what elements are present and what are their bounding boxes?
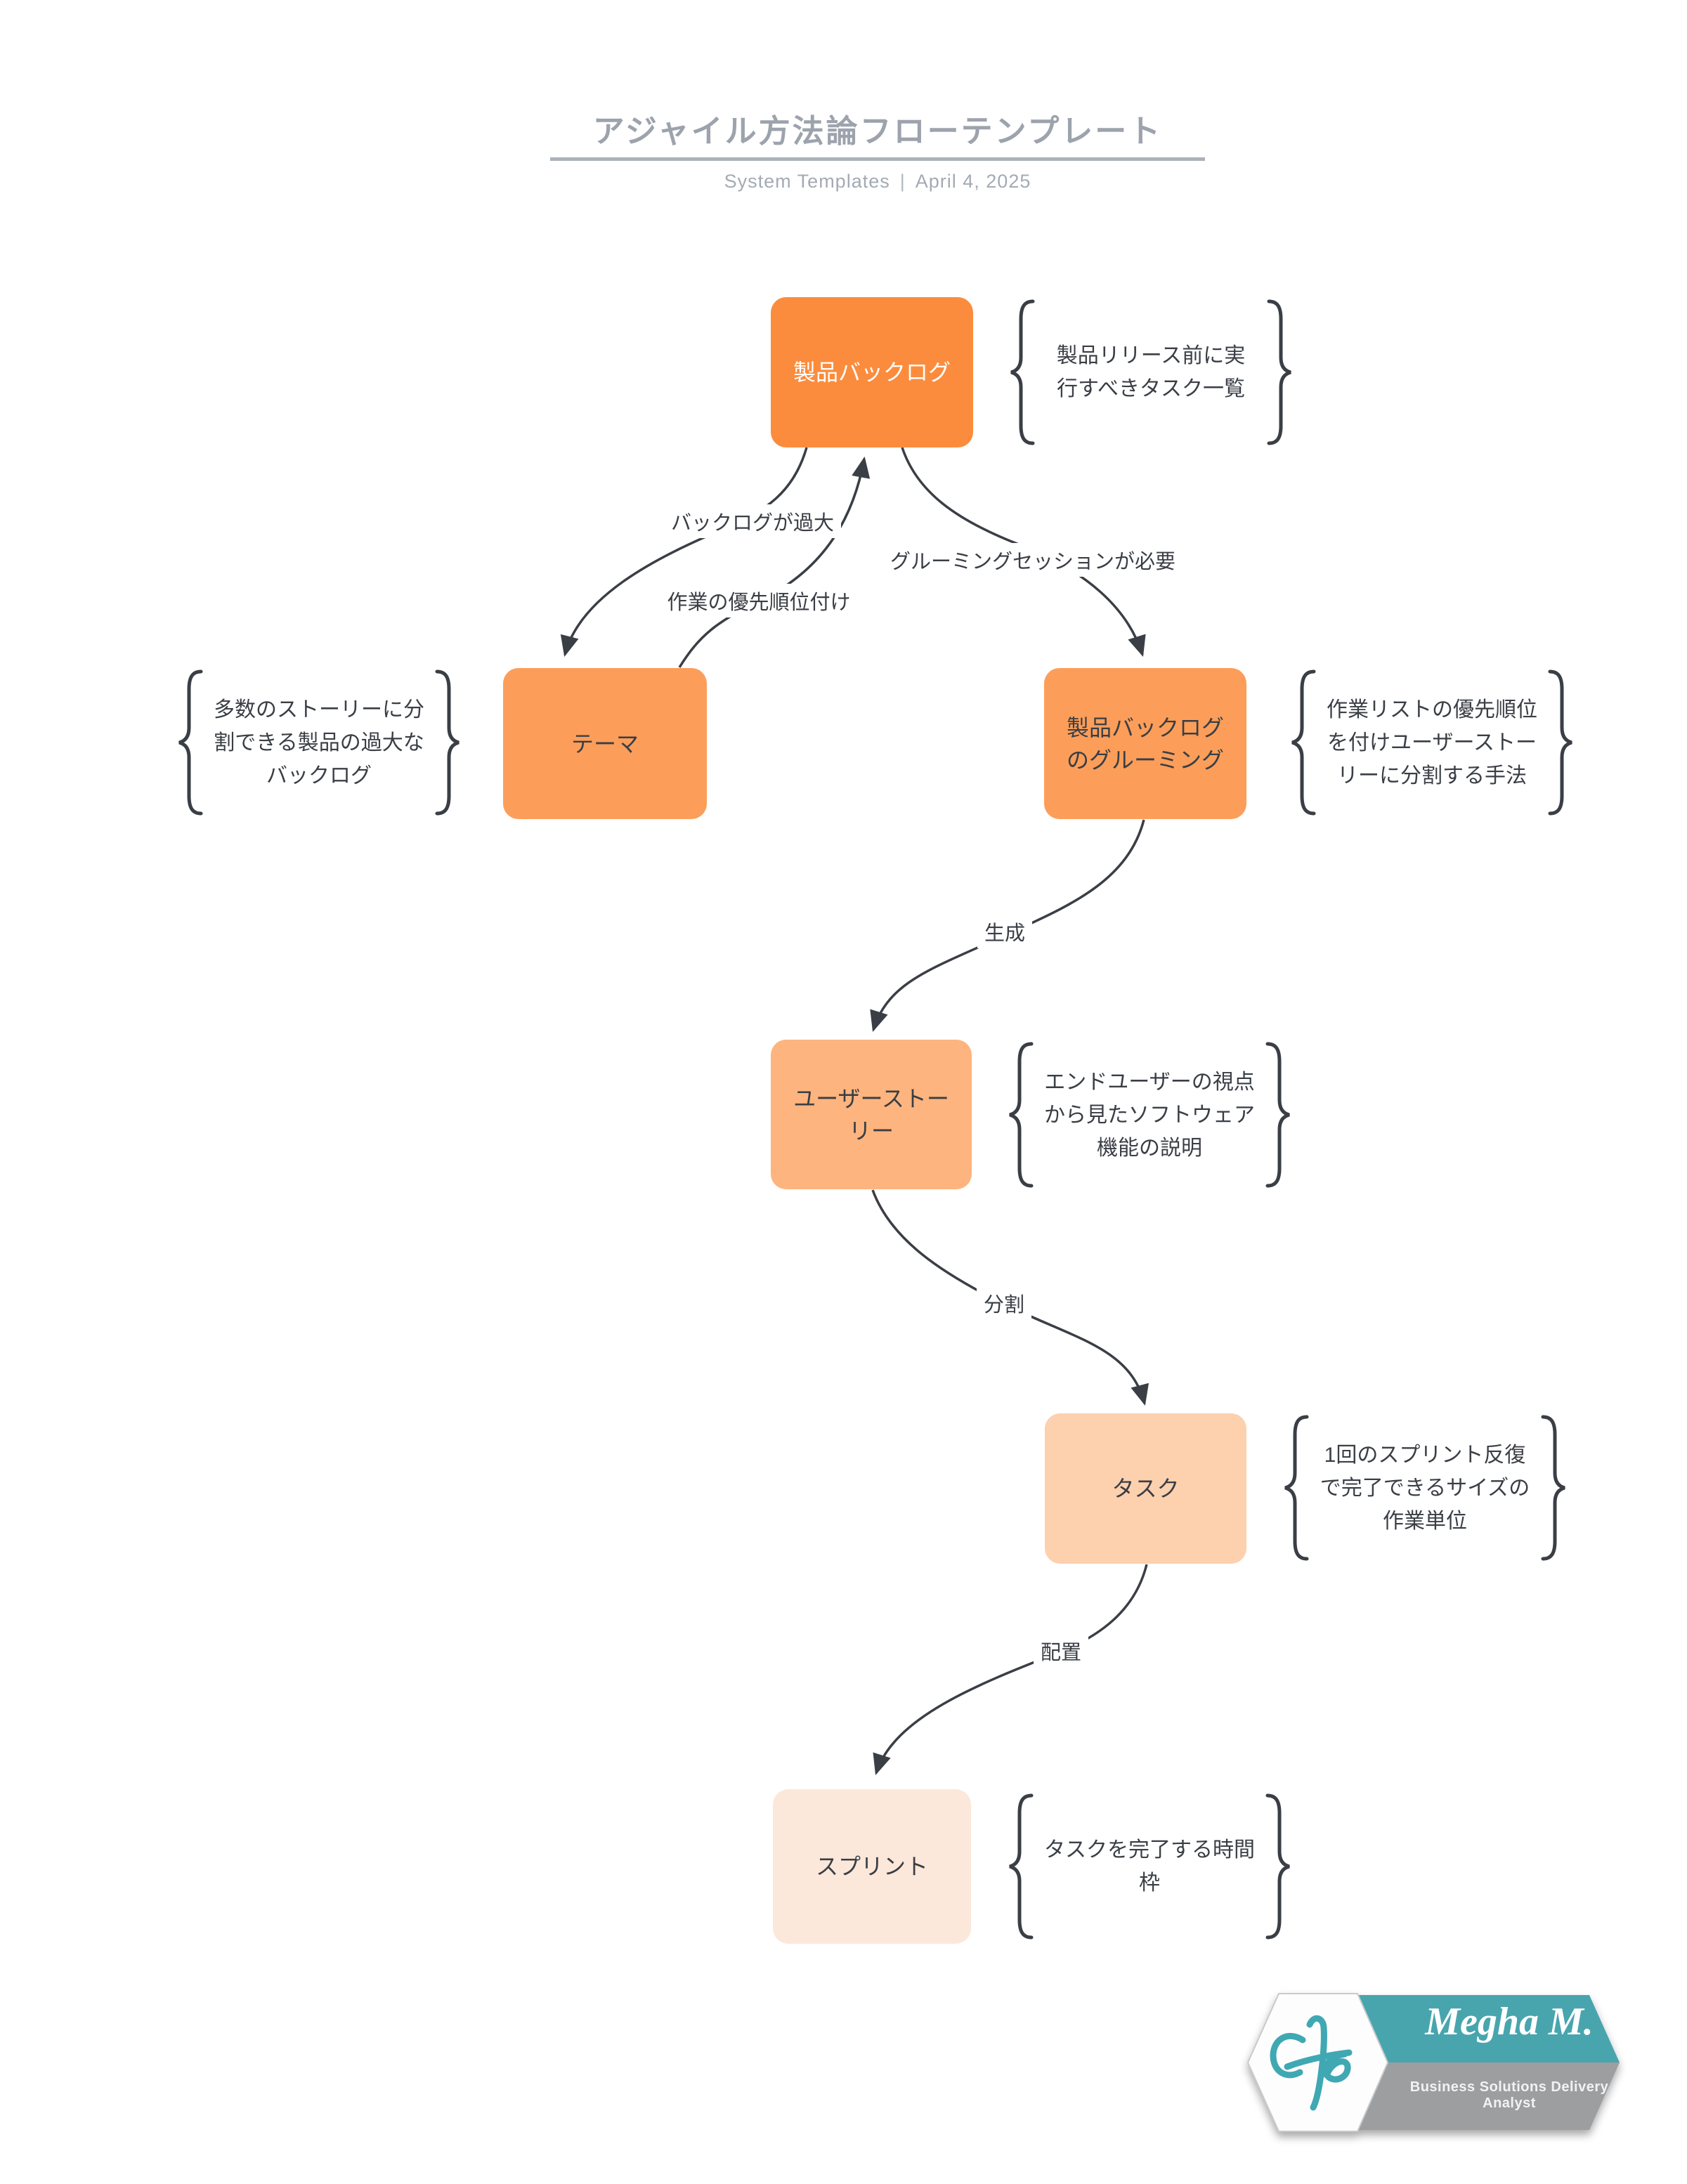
- note-user-story-text: エンドユーザーの視点 から見たソフトウェア 機能の説明: [1044, 1070, 1255, 1160]
- left-brace-icon: [1009, 1042, 1034, 1188]
- note-sprint: タスクを完了する時間 枠: [1005, 1792, 1294, 1941]
- left-brace-icon: [1291, 669, 1316, 816]
- right-brace-icon: [435, 669, 460, 816]
- subtitle: System Templates | April 4, 2025: [550, 171, 1205, 192]
- node-backlog-grooming: 製品バックログ のグルーミング: [1044, 668, 1246, 819]
- monogram-icon: [1270, 2015, 1353, 2111]
- node-sprint: スプリント: [773, 1789, 971, 1944]
- left-brace-icon: [1010, 299, 1035, 445]
- right-brace-icon: [1548, 669, 1572, 816]
- note-theme: 多数のストーリーに分 割できる製品の過大な バックログ: [174, 668, 464, 817]
- logo-name: Megha M.: [1425, 2000, 1594, 2044]
- edge-label-split: 分割: [976, 1286, 1032, 1320]
- edge-task-to-sprint: [873, 1564, 1148, 1776]
- edge-label-prioritize-work: 作業の優先順位付け: [660, 584, 858, 617]
- note-product-backlog-text: 製品リリース前に実 行すべきタスク一覧: [1056, 344, 1246, 400]
- right-brace-icon: [1267, 299, 1291, 445]
- left-brace-icon: [1009, 1793, 1034, 1940]
- edge-backlog-to-theme: [560, 447, 808, 658]
- page-title: アジャイル方法論フローテンプレート: [592, 113, 1163, 149]
- node-task: タスク: [1045, 1413, 1246, 1564]
- node-theme-label: テーマ: [571, 731, 639, 757]
- logo-tagline: Business Solutions Delivery Analyst: [1409, 2079, 1609, 2111]
- header: アジャイル方法論フローテンプレート System Templates | April…: [550, 111, 1205, 192]
- left-brace-icon: [178, 669, 203, 816]
- right-brace-icon: [1541, 1415, 1565, 1561]
- edge-label-backlog-too-large: バックログが過大: [663, 504, 842, 538]
- right-brace-icon: [1265, 1793, 1290, 1940]
- node-product-backlog: 製品バックログ: [771, 297, 973, 447]
- edge-label-generate: 生成: [977, 915, 1033, 948]
- node-product-backlog-label: 製品バックログ: [793, 360, 951, 385]
- subtitle-source: System Templates: [724, 171, 890, 192]
- subtitle-date: April 4, 2025: [915, 171, 1031, 192]
- node-sprint-label: スプリント: [815, 1854, 928, 1879]
- note-backlog-grooming-text: 作業リストの優先順位 を付けユーザーストー リーに分割する手法: [1327, 698, 1537, 787]
- node-backlog-grooming-label: 製品バックログ のグルーミング: [1066, 714, 1224, 773]
- node-theme: テーマ: [503, 668, 707, 819]
- left-brace-icon: [1284, 1415, 1309, 1561]
- title-underline: [550, 157, 1205, 161]
- node-task-label: タスク: [1112, 1476, 1180, 1501]
- note-product-backlog: 製品リリース前に実 行すべきタスク一覧: [1006, 298, 1296, 447]
- note-theme-text: 多数のストーリーに分 割できる製品の過大な バックログ: [214, 698, 424, 787]
- edge-label-assign: 配置: [1033, 1634, 1089, 1668]
- note-sprint-text: タスクを完了する時間 枠: [1044, 1838, 1255, 1895]
- note-user-story: エンドユーザーの視点 から見たソフトウェア 機能の説明: [1005, 1040, 1294, 1189]
- edge-label-grooming-needed: グルーミングセッションが必要: [882, 543, 1183, 577]
- note-backlog-grooming: 作業リストの優先順位 を付けユーザーストー リーに分割する手法: [1287, 668, 1577, 817]
- subtitle-separator: |: [899, 171, 906, 192]
- note-task-text: 1回のスプリント反復 で完了できるサイズの 作業単位: [1320, 1443, 1530, 1533]
- right-brace-icon: [1265, 1042, 1290, 1188]
- node-user-story: ユーザーストー リー: [771, 1040, 972, 1189]
- node-user-story-label: ユーザーストー リー: [793, 1085, 949, 1144]
- edge-theme-to-backlog: [678, 456, 871, 668]
- note-task: 1回のスプリント反復 で完了できるサイズの 作業単位: [1280, 1413, 1570, 1562]
- logo-ribbon-graphic: [1246, 1993, 1620, 2132]
- logo-megha-m: Megha M. Business Solutions Delivery Ana…: [1242, 1988, 1622, 2139]
